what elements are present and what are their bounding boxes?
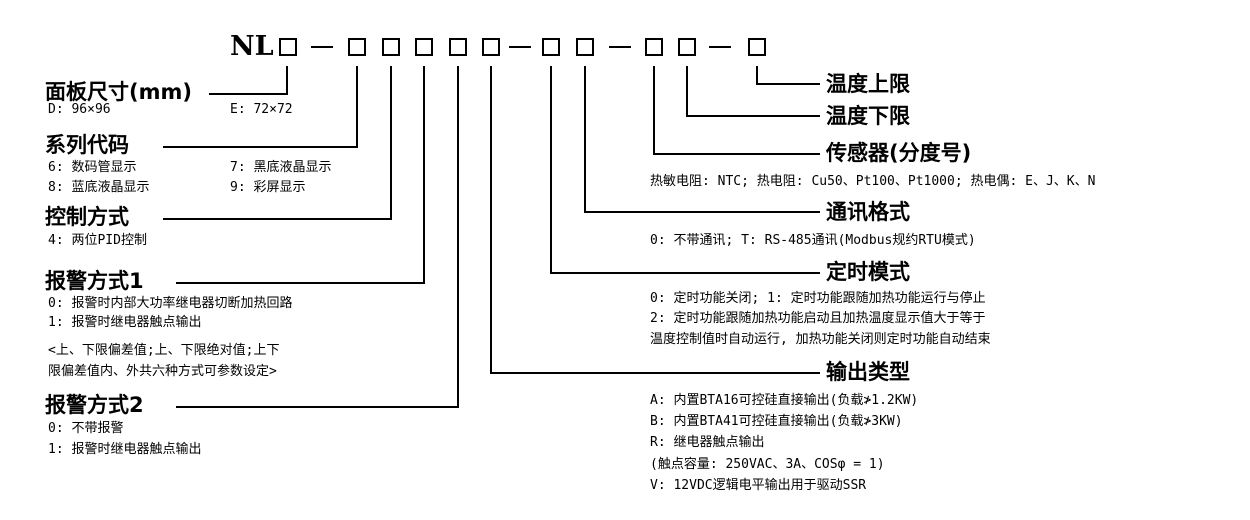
code-box-alarm1: [415, 38, 433, 56]
connector-temp-lower: [686, 66, 820, 117]
alarm2-line-1: 0: 不带报警: [48, 421, 124, 436]
connector-alarm2: [176, 66, 459, 408]
alarm1-label: 报警方式1: [45, 269, 144, 293]
code-box-timer: [542, 38, 560, 56]
timer-line-2: 2: 定时功能跟随加热功能启动且加热温度显示值大于等于: [650, 311, 986, 326]
code-box-output: [482, 38, 500, 56]
output-label: 输出类型: [826, 360, 910, 384]
code-box-sensor: [645, 38, 663, 56]
connector-sensor: [653, 66, 820, 155]
temp-lower-label: 温度下限: [826, 104, 910, 128]
connector-control: [163, 66, 392, 220]
connector-timer: [550, 66, 820, 274]
sensor-line-1: 热敏电阻: NTC; 热电阻: Cu50、Pt100、Pt1000; 热电偶: …: [650, 174, 1096, 189]
series-option-8: 8: 蓝底液晶显示: [48, 180, 150, 195]
code-box-temp-upper: [748, 38, 766, 56]
model-prefix: NL: [230, 31, 274, 62]
comm-line-1: 0: 不带通讯; T: RS-485通讯(Modbus规约RTU模式): [650, 233, 976, 248]
alarm2-line-2: 1: 报警时继电器触点输出: [48, 442, 202, 457]
series-option-9: 9: 彩屏显示: [230, 180, 306, 195]
series-option-6: 6: 数码管显示: [48, 160, 137, 175]
code-box-alarm2: [449, 38, 467, 56]
alarm1-line-2: 1: 报警时继电器触点输出: [48, 315, 202, 330]
panel-size-option-e: E: 72×72: [230, 102, 293, 117]
alarm1-line-1: 0: 报警时内部大功率继电器切断加热回路: [48, 296, 293, 311]
connector-comm: [584, 66, 820, 213]
code-box-series: [348, 38, 366, 56]
sensor-label: 传感器(分度号): [826, 141, 972, 165]
control-option-4: 4: 两位PID控制: [48, 233, 147, 248]
timer-line-3: 温度控制值时自动运行, 加热功能关闭则定时功能自动结束: [650, 332, 991, 347]
connector-temp-upper: [756, 66, 820, 85]
timer-label: 定时模式: [826, 260, 910, 284]
panel-size-option-d: D: 96×96: [48, 102, 111, 117]
panel-size-label: 面板尺寸(mm): [45, 80, 192, 104]
output-line-r: R: 继电器触点输出: [650, 435, 765, 450]
code-box-temp-lower: [678, 38, 696, 56]
connector-series: [163, 66, 358, 148]
code-box-comm: [576, 38, 594, 56]
output-line-a: A: 内置BTA16可控硅直接输出(负载≯1.2KW): [650, 393, 919, 408]
series-label: 系列代码: [45, 133, 129, 157]
temp-upper-label: 温度上限: [826, 72, 910, 96]
comm-label: 通讯格式: [826, 200, 910, 224]
timer-line-1: 0: 定时功能关闭; 1: 定时功能跟随加热功能运行与停止: [650, 291, 986, 306]
code-box-panel-size: [279, 38, 297, 56]
alarm2-label: 报警方式2: [45, 393, 144, 417]
output-line-v: V: 12VDC逻辑电平输出用于驱动SSR: [650, 478, 867, 493]
output-line-contact: (触点容量: 250VAC、3A、COSφ = 1): [650, 457, 885, 472]
connector-output: [490, 66, 820, 374]
connector-panel-size: [209, 66, 288, 95]
alarm1-line-3: <上、下限偏差值;上、下限绝对值;上下: [48, 343, 280, 358]
code-box-control: [382, 38, 400, 56]
connector-alarm1: [176, 66, 425, 284]
series-option-7: 7: 黑底液晶显示: [230, 160, 332, 175]
output-line-b: B: 内置BTA41可控硅直接输出(负载≯3KW): [650, 414, 903, 429]
alarm1-line-4: 限偏差值内、外共六种方式可参数设定>: [48, 364, 277, 379]
control-label: 控制方式: [45, 205, 129, 229]
